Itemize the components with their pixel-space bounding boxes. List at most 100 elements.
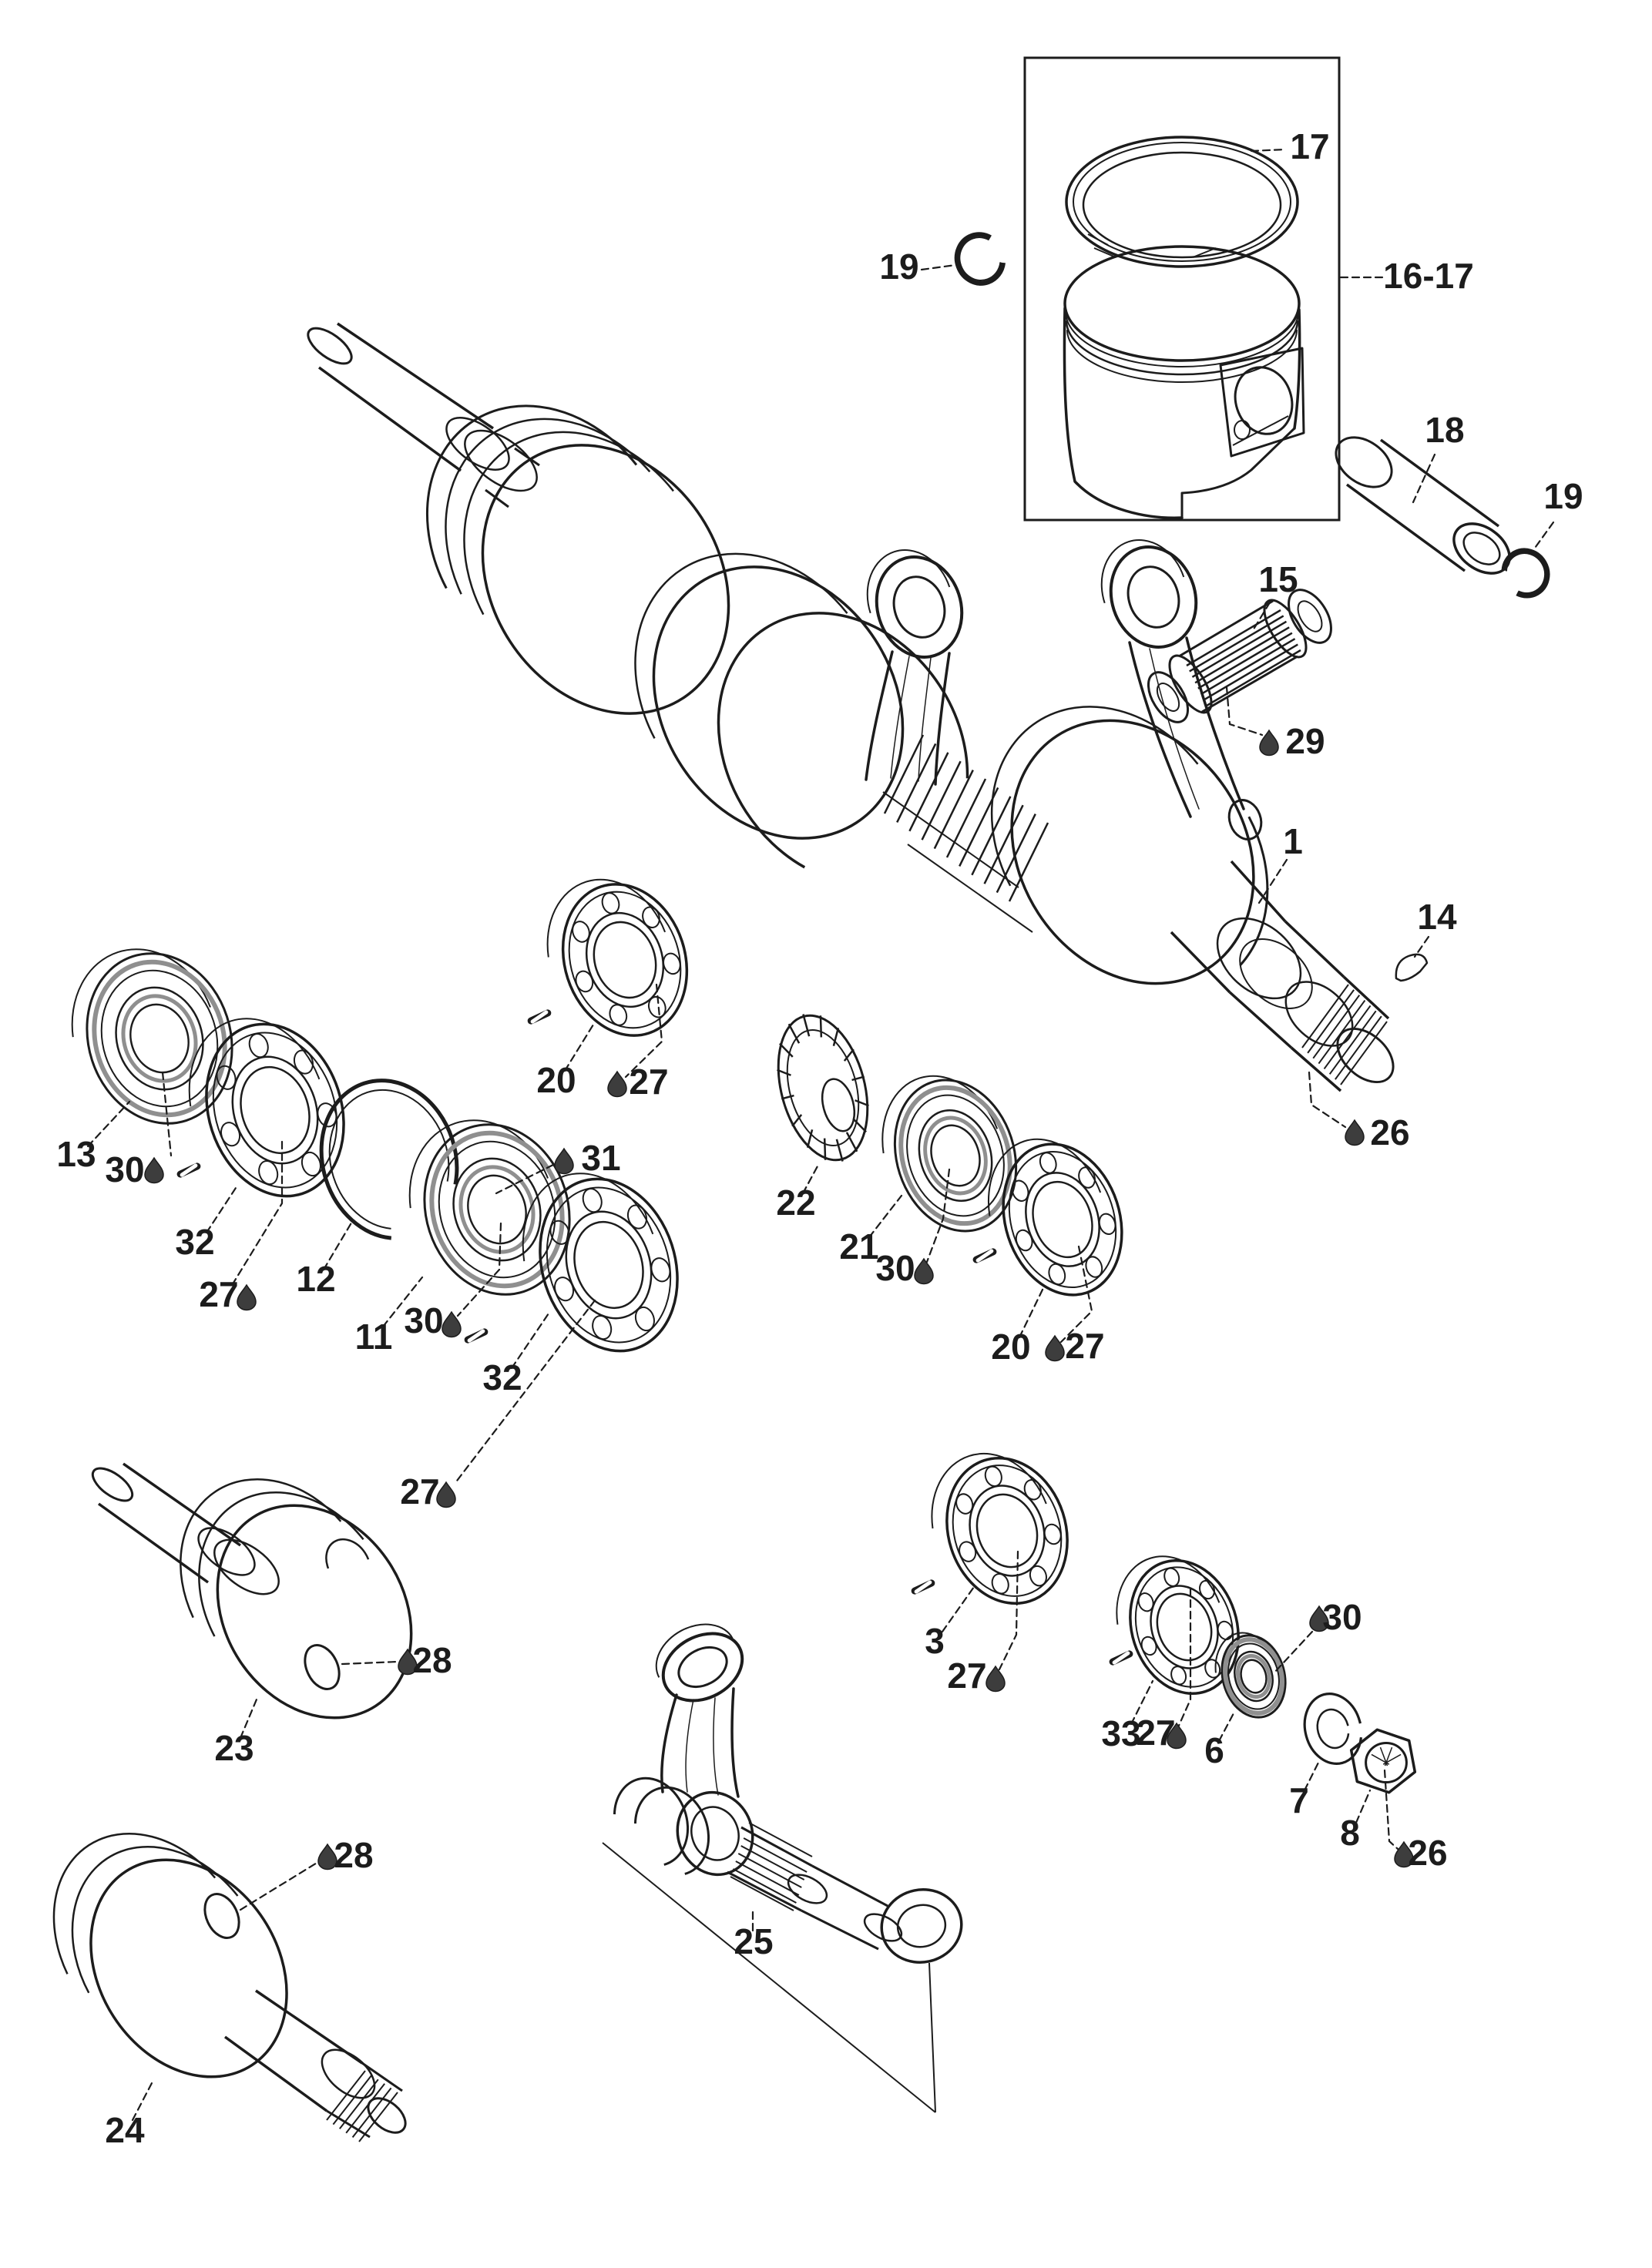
leader-line (1225, 686, 1264, 736)
leader-line (1217, 1712, 1235, 1743)
leader-line (1130, 1679, 1154, 1726)
callout-label-20: 20 (536, 1060, 576, 1100)
piston-pin-18 (1335, 436, 1511, 575)
callout-27: 27 (607, 983, 669, 1102)
oil-drop-icon (1309, 1605, 1329, 1632)
leader-line (801, 1163, 820, 1195)
leader-line (1177, 1587, 1192, 1729)
leader-line (563, 1023, 595, 1072)
needle-bearing-15 (1147, 589, 1332, 723)
distribution-gear-22 (777, 1014, 869, 1162)
callout-21: 21 (839, 1194, 903, 1267)
leader-line (239, 1860, 320, 1911)
oil-drop-icon (1259, 729, 1279, 757)
oil-seal-6 (1214, 1632, 1287, 1719)
callout-label-14: 14 (1417, 897, 1457, 937)
circlip-19-right (1501, 548, 1550, 599)
circlip-19-left (954, 232, 1006, 286)
leader-line (1383, 1769, 1399, 1850)
callout-30: 30 (404, 1222, 502, 1340)
callout-label-3: 3 (925, 1621, 945, 1661)
leader-line (131, 2082, 153, 2122)
leader-line (230, 1140, 284, 1288)
callout-label-12: 12 (296, 1259, 335, 1299)
leader-line (495, 1163, 555, 1195)
callout-label-11: 11 (355, 1317, 393, 1357)
callout-label-26: 26 (1370, 1112, 1409, 1152)
callout-label-33: 33 (1101, 1713, 1140, 1753)
oil-drop-icon (985, 1665, 1006, 1693)
callout-27: 27 (1045, 1245, 1105, 1366)
callout-label-24: 24 (105, 2110, 145, 2150)
piston-ring-17 (1065, 136, 1299, 268)
callout-11: 11 (355, 1276, 424, 1357)
callout-label-32: 32 (175, 1222, 214, 1262)
oil-drop-icon (1167, 1722, 1187, 1750)
callout-23: 23 (214, 1698, 258, 1768)
inset-box (1023, 56, 1341, 522)
callout-label-28: 28 (412, 1640, 452, 1680)
leader-line (1272, 1630, 1314, 1675)
leader-line (1251, 601, 1271, 633)
callout-label-30: 30 (1322, 1597, 1362, 1637)
callout-label-32: 32 (482, 1357, 522, 1397)
callout-label-29: 29 (1285, 721, 1325, 761)
callout-label-23: 23 (214, 1728, 254, 1768)
leader-line (998, 1550, 1019, 1671)
oil-drop-icon (607, 1070, 627, 1098)
callout-label-6: 6 (1204, 1730, 1224, 1770)
callout-22: 22 (776, 1163, 820, 1223)
oil-drop-icon (144, 1156, 164, 1184)
leader-line (1059, 1245, 1093, 1344)
callout-16-17: 16-17 (1339, 256, 1474, 296)
callout-label-18: 18 (1425, 410, 1464, 450)
callout-30: 30 (875, 1168, 951, 1288)
oil-drop-icon (398, 1648, 418, 1676)
callout-label-27: 27 (1136, 1713, 1175, 1753)
callout-label-28: 28 (334, 1835, 373, 1875)
piston-16 (1063, 245, 1305, 519)
bearing-20-right (987, 1138, 1123, 1297)
callout-28: 28 (239, 1835, 374, 1911)
callout-label-26: 26 (1408, 1833, 1447, 1873)
callout-31: 31 (495, 1138, 621, 1195)
callout-label-1: 1 (1283, 821, 1303, 861)
callout-20: 20 (536, 1023, 595, 1100)
callout-label-16-17: 16-17 (1383, 256, 1474, 296)
callout-20: 20 (991, 1287, 1045, 1367)
callout-13: 13 (56, 1100, 131, 1174)
leader-line (1532, 521, 1555, 552)
leader-line (322, 1219, 354, 1271)
callout-25: 25 (734, 1909, 774, 1961)
callout-1: 1 (1257, 821, 1303, 904)
callout-32: 32 (175, 1186, 237, 1262)
callout-label-22: 22 (776, 1183, 815, 1223)
leader-line (341, 1660, 399, 1666)
leader-line (1257, 858, 1288, 904)
oil-drop-icon (436, 1481, 456, 1508)
leader-line (205, 1186, 237, 1234)
leader-line (1355, 1789, 1372, 1824)
callout-label-27: 27 (400, 1471, 439, 1511)
leader-line (868, 1194, 903, 1239)
callout-32: 32 (482, 1310, 552, 1397)
callout-label-27: 27 (1065, 1326, 1104, 1366)
callout-label-31: 31 (581, 1138, 620, 1178)
callout-12: 12 (296, 1219, 354, 1299)
callout-label-8: 8 (1340, 1813, 1360, 1853)
callout-label-27: 27 (629, 1062, 668, 1102)
oil-drop-icon (1045, 1334, 1065, 1362)
callout-17: 17 (1250, 126, 1330, 166)
oil-seal-13 (71, 948, 233, 1125)
leader-line (624, 983, 663, 1079)
leader-line (1250, 148, 1287, 153)
woodruff-key-14 (1395, 953, 1429, 982)
oil-drop-icon (554, 1147, 574, 1175)
callout-label-7: 7 (1289, 1780, 1309, 1820)
callout-8: 8 (1340, 1789, 1372, 1853)
lock-washer-7 (1303, 1693, 1363, 1765)
callout-label-27: 27 (947, 1656, 986, 1696)
callout-label-30: 30 (875, 1248, 915, 1288)
